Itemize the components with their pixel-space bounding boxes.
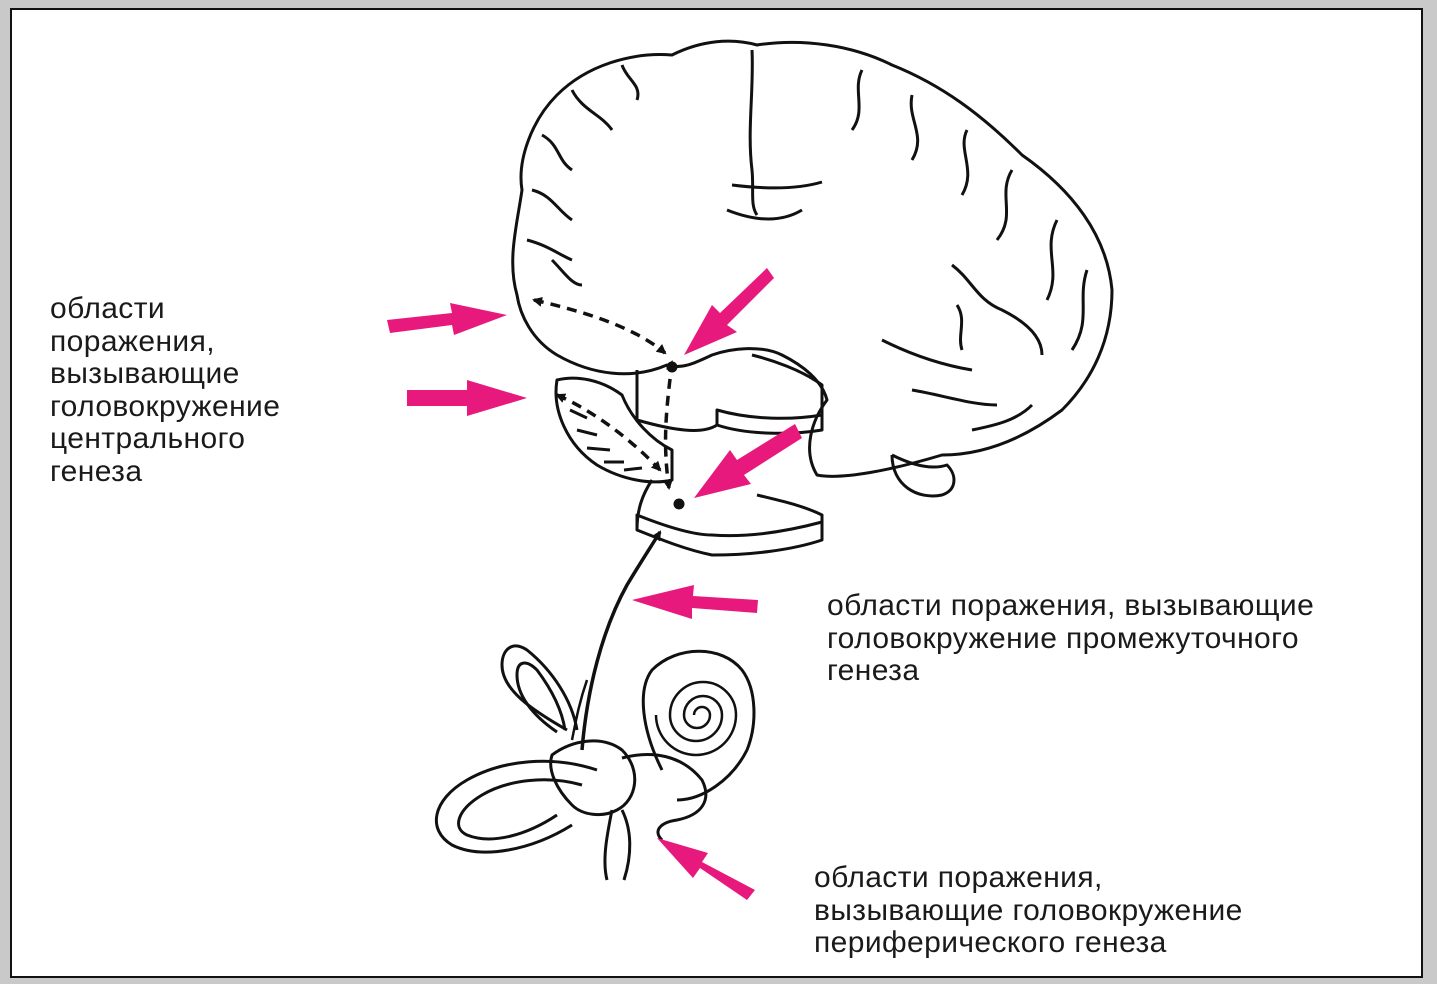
central-fissure [750, 50, 757, 215]
brain-outline [513, 41, 1112, 476]
diagram-frame: области поражения, вызывающие головокруж… [10, 8, 1423, 978]
pink-arrow-nerve [632, 585, 758, 619]
intermediate-genesis-label: области поражения, вызывающие головокруж… [827, 590, 1423, 688]
cerebellum-to-nucleus-path [557, 395, 660, 470]
vestibule [551, 741, 635, 815]
pink-arrow-lower-nucleus [694, 424, 802, 498]
pink-arrow-cerebellum [407, 380, 527, 416]
brain-illustration [513, 41, 1112, 555]
pink-arrow-upper-nucleus [684, 268, 774, 355]
pink-arrow-cortex [387, 303, 507, 335]
central-genesis-label: области поражения, вызывающие головокруж… [50, 293, 370, 488]
lower-nucleus-dot [674, 499, 685, 510]
inner-ear-illustration [436, 532, 754, 880]
vestibular-nerve [582, 532, 660, 750]
pink-arrow-inner-ear [657, 838, 755, 900]
cochlea-spiral [656, 682, 736, 755]
lesion-arrows [387, 268, 802, 900]
peripheral-genesis-label: области поражения, вызывающие головокруж… [814, 862, 1374, 960]
vestibular-diagram [12, 10, 1421, 976]
upper-nucleus-dot [667, 362, 678, 373]
cortex-to-nucleus-path [534, 300, 665, 353]
brainstem-lower [637, 480, 822, 555]
